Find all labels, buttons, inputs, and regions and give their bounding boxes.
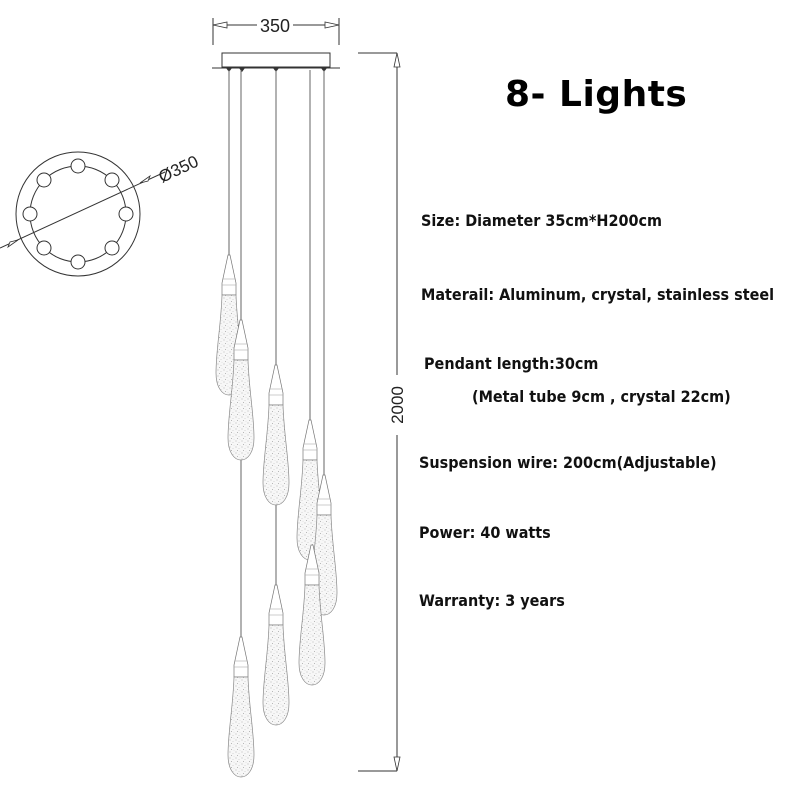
pendant-8 bbox=[227, 636, 255, 778]
canopy bbox=[212, 52, 340, 72]
pendant-7 bbox=[262, 584, 290, 726]
spec-warranty: Warranty: 3 years bbox=[419, 591, 565, 610]
canopy-top-view: Ø350 bbox=[0, 151, 202, 277]
canopy-width-label: 350 bbox=[260, 16, 290, 36]
height-dimension: 2000 bbox=[358, 52, 407, 772]
width-dimension: 350 bbox=[212, 16, 340, 45]
pendant-3 bbox=[262, 364, 290, 506]
canopy-diameter-label: Ø350 bbox=[156, 152, 202, 187]
product-title: 8- Lights bbox=[505, 74, 688, 115]
total-height-label: 2000 bbox=[388, 386, 407, 424]
spec-pendant-detail: (Metal tube 9cm , crystal 22cm) bbox=[472, 387, 731, 406]
spec-size: Size: Diameter 35cm*H200cm bbox=[421, 211, 663, 230]
spec-pendant-length: Pendant length:30cm bbox=[424, 354, 599, 373]
suspension-wires bbox=[228, 70, 325, 637]
spec-power: Power: 40 watts bbox=[419, 523, 551, 542]
spec-material: Materail: Aluminum, crystal, stainless s… bbox=[421, 285, 775, 304]
spec-suspension-wire: Suspension wire: 200cm(Adjustable) bbox=[419, 453, 717, 472]
